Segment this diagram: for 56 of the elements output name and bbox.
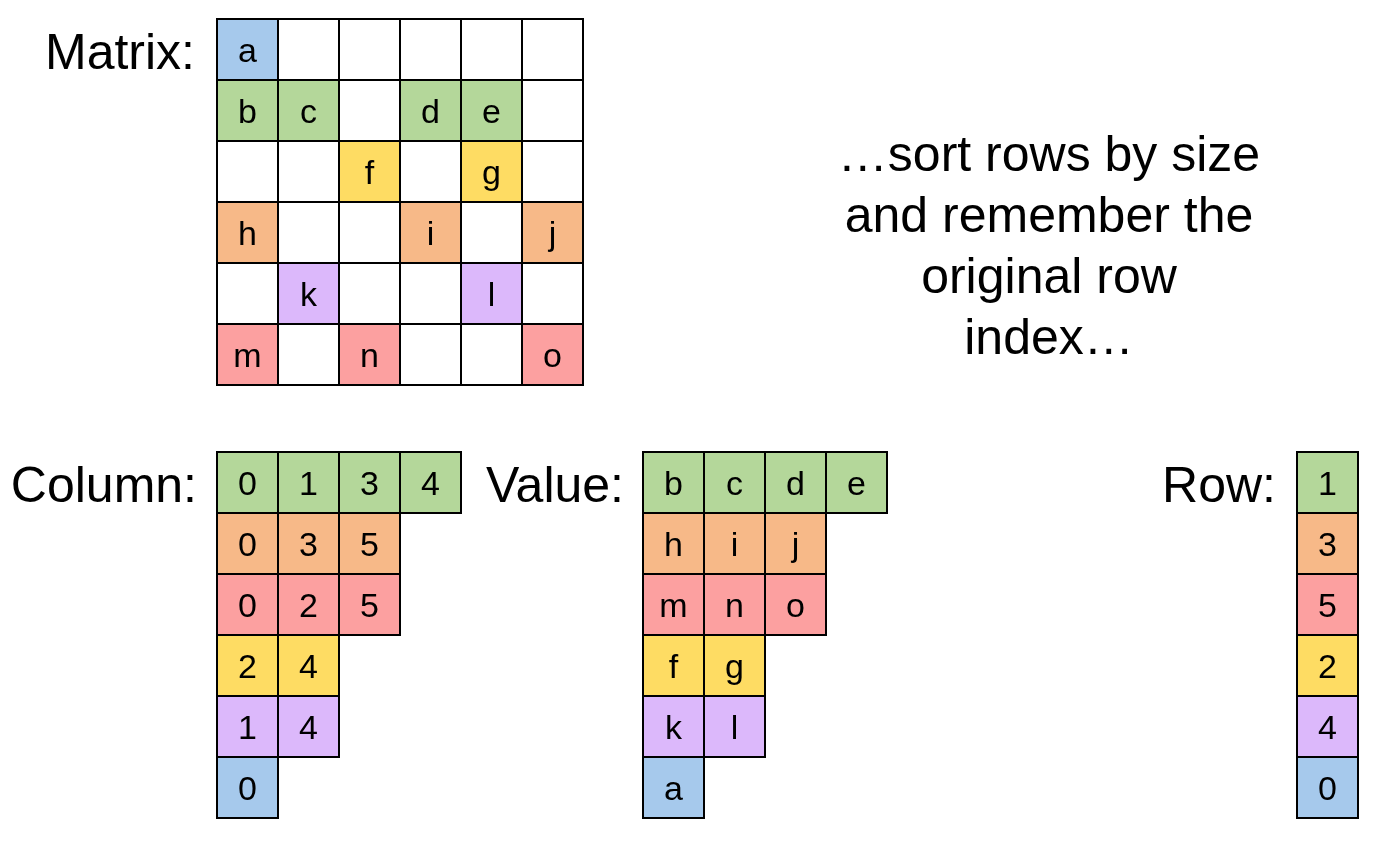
- matrix-cell: b: [216, 79, 279, 142]
- column-index-cell: 5: [338, 512, 401, 575]
- table-title: Value:: [485, 457, 624, 513]
- column-index-cell: 0: [216, 451, 279, 514]
- value-cell: b: [642, 451, 705, 514]
- column-index-cell: 2: [277, 573, 340, 636]
- table-title: Row:: [1162, 457, 1276, 513]
- matrix-cell: i: [399, 201, 462, 264]
- value-cell: n: [703, 573, 766, 636]
- column-index-cell: 3: [338, 451, 401, 514]
- matrix-cell: f: [338, 140, 401, 203]
- matrix-cell: d: [399, 79, 462, 142]
- value-cell: k: [642, 695, 705, 758]
- column-index-cell: 1: [277, 451, 340, 514]
- table-title: Matrix:: [45, 24, 195, 80]
- column-index-cell: 3: [277, 512, 340, 575]
- value-cell: o: [764, 573, 827, 636]
- column-index-cell: 4: [399, 451, 462, 514]
- column-index-cell: 1: [216, 695, 279, 758]
- column-index-cell: 5: [338, 573, 401, 636]
- row-index-cell: 0: [1296, 756, 1359, 819]
- row-index-cell: 2: [1296, 634, 1359, 697]
- matrix-cell: n: [338, 323, 401, 386]
- value-cell: h: [642, 512, 705, 575]
- matrix-cell: m: [216, 323, 279, 386]
- value-cell: i: [703, 512, 766, 575]
- matrix-cell: g: [460, 140, 523, 203]
- column-index-cell: 4: [277, 634, 340, 697]
- matrix-cell: l: [460, 262, 523, 325]
- column-index-cell: 0: [216, 512, 279, 575]
- matrix-cell: e: [460, 79, 523, 142]
- value-cell: a: [642, 756, 705, 819]
- value-cell: g: [703, 634, 766, 697]
- column-index-cell: 0: [216, 756, 279, 819]
- table-title: Column:: [10, 457, 197, 513]
- row-index-cell: 5: [1296, 573, 1359, 636]
- value-cell: m: [642, 573, 705, 636]
- value-cell: f: [642, 634, 705, 697]
- value-cell: d: [764, 451, 827, 514]
- column-index-cell: 0: [216, 573, 279, 636]
- matrix-cell: o: [521, 323, 584, 386]
- value-cell: e: [825, 451, 888, 514]
- column-index-cell: 4: [277, 695, 340, 758]
- matrix-cell: h: [216, 201, 279, 264]
- matrix-cell: c: [277, 79, 340, 142]
- row-index-cell: 4: [1296, 695, 1359, 758]
- value-cell: j: [764, 512, 827, 575]
- matrix-cell: k: [277, 262, 340, 325]
- matrix-cell: a: [216, 18, 279, 81]
- row-index-cell: 1: [1296, 451, 1359, 514]
- column-index-cell: 2: [216, 634, 279, 697]
- value-cell: c: [703, 451, 766, 514]
- row-index-cell: 3: [1296, 512, 1359, 575]
- matrix-cell: j: [521, 201, 584, 264]
- value-cell: l: [703, 695, 766, 758]
- note-text: …sort rows by size and remember the original row index…: [836, 125, 1262, 367]
